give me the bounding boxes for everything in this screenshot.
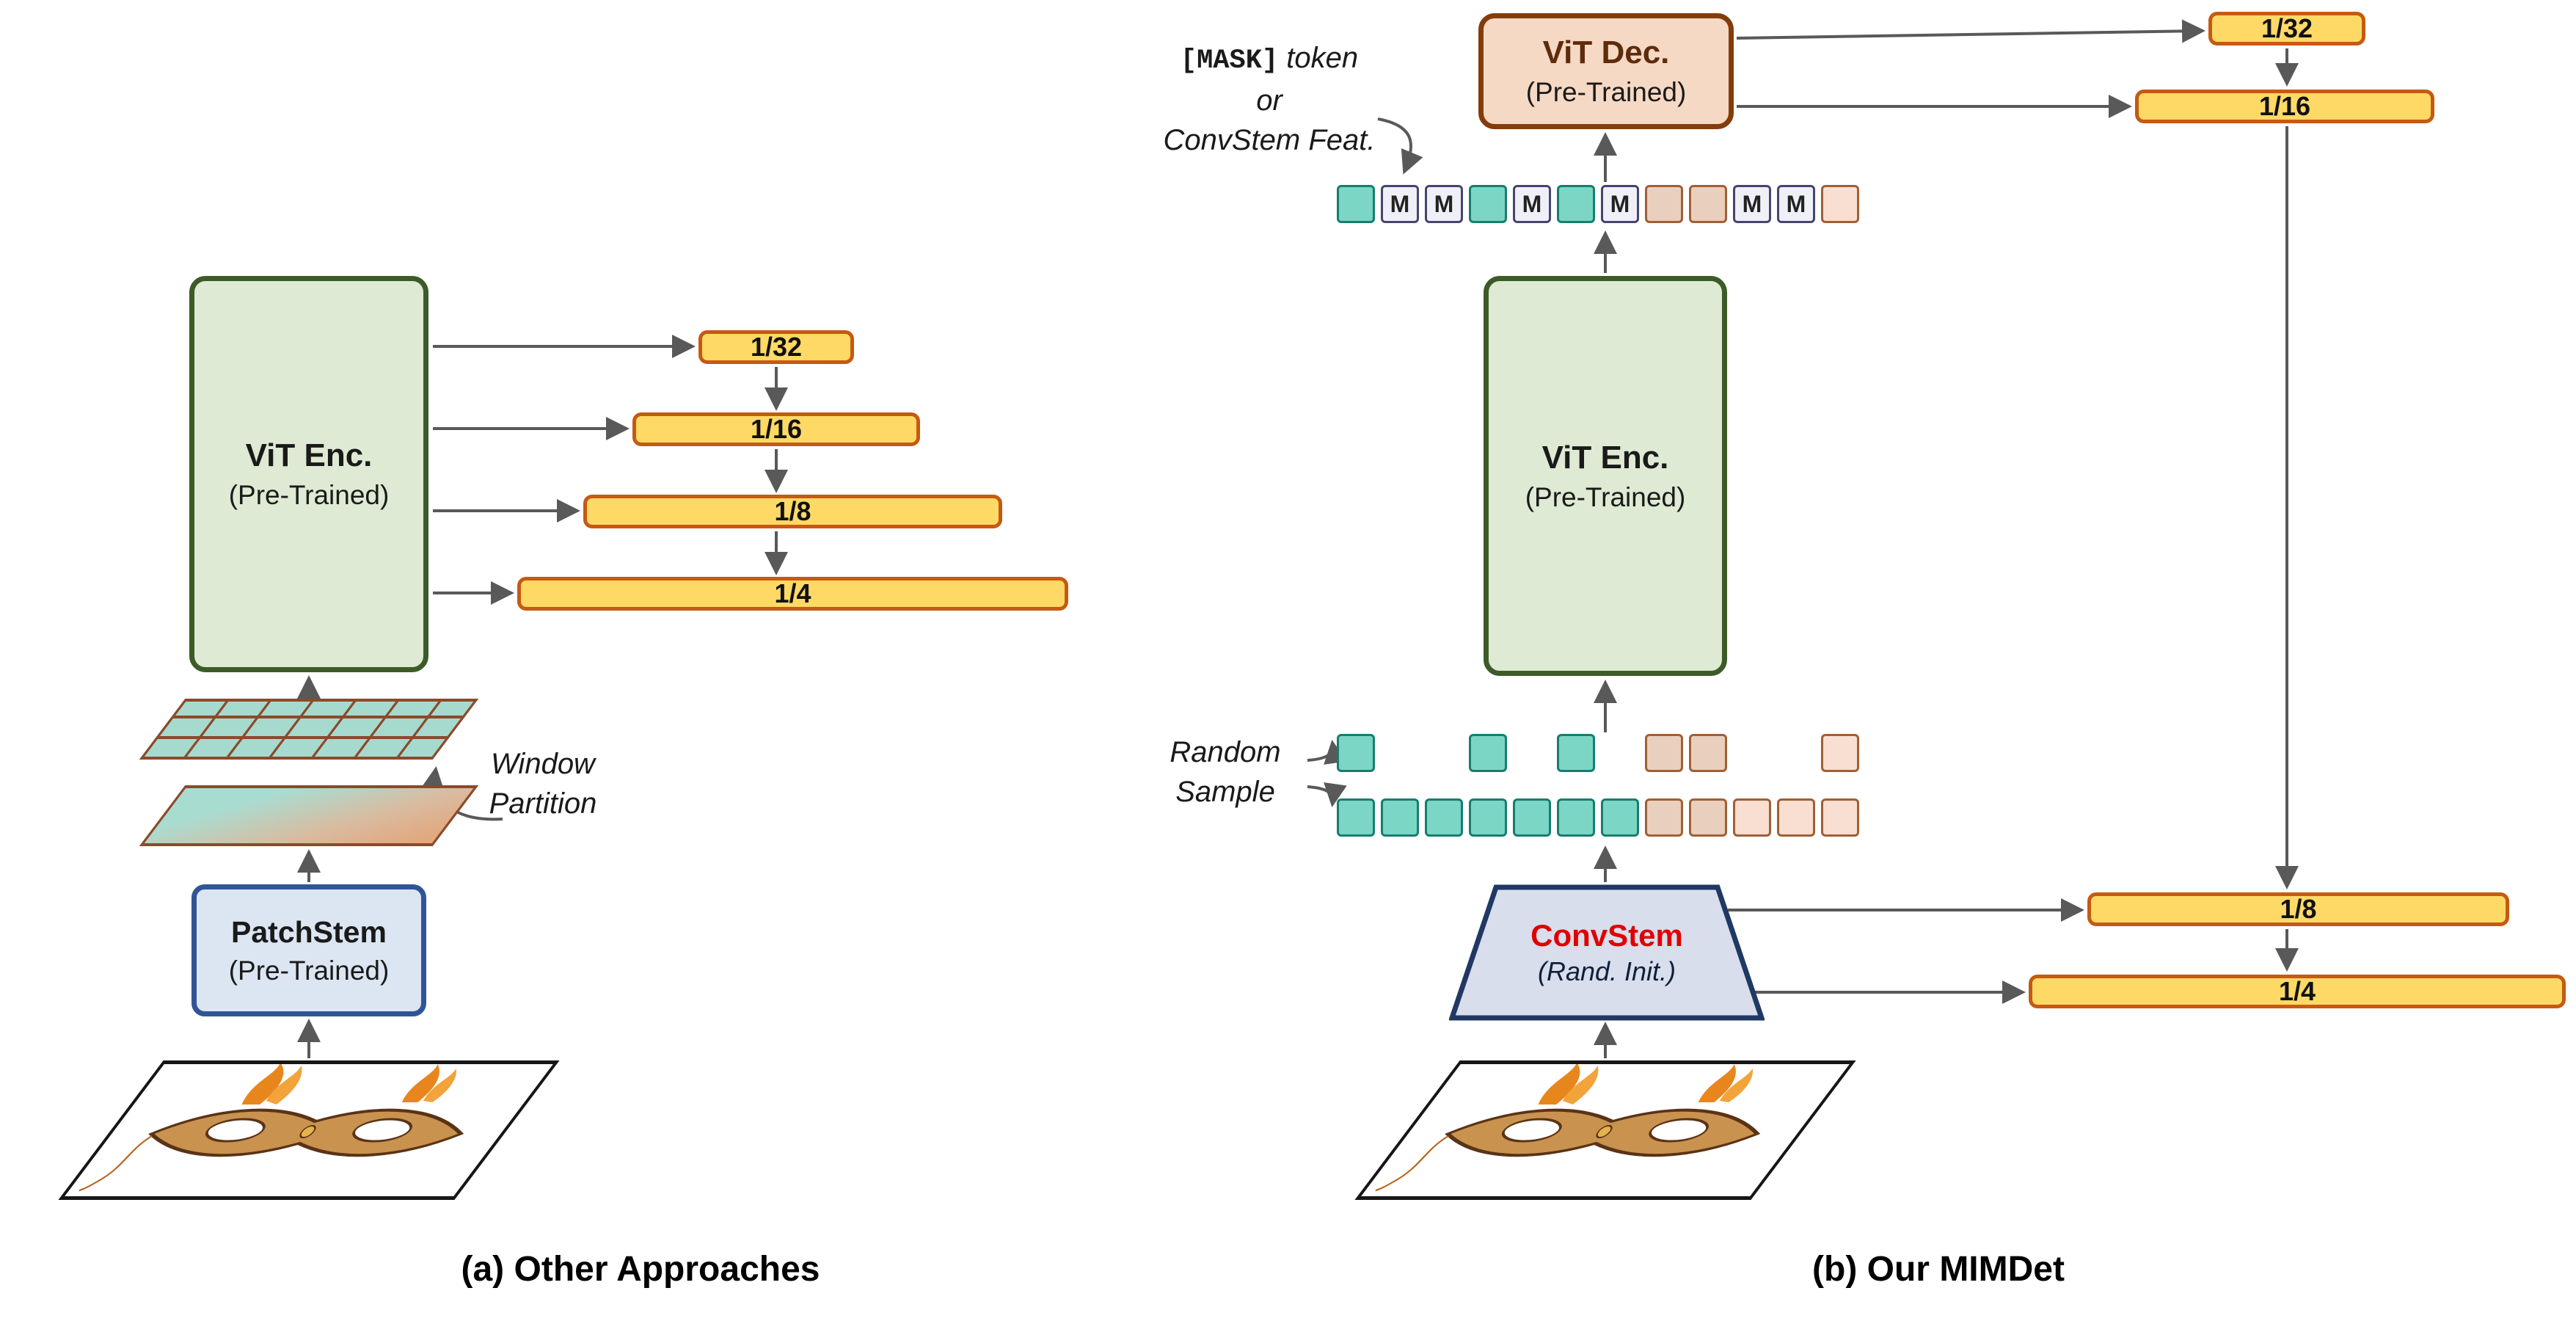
token-square xyxy=(1557,185,1595,223)
token-square xyxy=(1821,185,1859,223)
input-image-b xyxy=(1354,1060,1856,1200)
token-square xyxy=(1689,734,1727,772)
feature-bar-a-8: 1/8 xyxy=(583,495,1002,528)
vit-encoder-a-title: ViT Enc. xyxy=(245,437,373,473)
feature-map-plane xyxy=(139,785,479,846)
token-square: M xyxy=(1777,185,1815,223)
token-square xyxy=(1645,734,1683,772)
mask-token-label-line3: ConvStem Feat. xyxy=(1163,124,1376,156)
token-square xyxy=(1689,185,1727,223)
token-square: M xyxy=(1513,185,1551,223)
vit-decoder-title: ViT Dec. xyxy=(1542,34,1670,70)
token-square xyxy=(1469,734,1507,772)
mask-token-label-italic: token xyxy=(1286,42,1359,74)
caption-panel-b: (b) Our MIMDet xyxy=(1812,1250,2065,1289)
full-token-row xyxy=(1337,798,1859,837)
token-square xyxy=(1513,798,1551,837)
input-image-a xyxy=(58,1060,560,1200)
token-square xyxy=(1821,734,1859,772)
vit-encoder-a-subtitle: (Pre-Trained) xyxy=(228,480,390,510)
token-square xyxy=(1425,798,1463,837)
random-sample-label: Random Sample xyxy=(1145,732,1306,812)
feature-bar-b-4: 1/4 xyxy=(2029,975,2566,1008)
patchstem-box: PatchStem (Pre-Trained) xyxy=(191,884,426,1016)
vit-encoder-b-title: ViT Enc. xyxy=(1541,439,1669,476)
convstem-trapezoid xyxy=(1449,884,1765,1021)
mask-token-label-line1: [MASK] token xyxy=(1130,38,1409,81)
arrow-random-sample-lower-curve xyxy=(1307,782,1347,807)
caption-panel-a: (a) Other Approaches xyxy=(461,1250,820,1289)
feature-bar-b-32: 1/32 xyxy=(2208,12,2365,46)
vit-encoder-b-subtitle: (Pre-Trained) xyxy=(1525,481,1686,512)
token-square xyxy=(1733,798,1771,837)
token-square xyxy=(1337,185,1375,223)
convstem-text: ConvStem (Rand. Init.) xyxy=(1449,884,1765,1021)
token-square xyxy=(1557,734,1595,772)
random-sample-label-line2: Sample xyxy=(1175,776,1275,808)
token-square xyxy=(1557,798,1595,837)
token-square xyxy=(1337,798,1375,837)
vit-encoder-a-box: ViT Enc. (Pre-Trained) xyxy=(189,276,428,672)
token-square: M xyxy=(1733,185,1771,223)
token-square xyxy=(1821,798,1859,837)
mask-token-label-mono: [MASK] xyxy=(1180,46,1279,76)
token-square xyxy=(1645,185,1683,223)
token-square: M xyxy=(1425,185,1463,223)
vit-decoder-box: ViT Dec. (Pre-Trained) xyxy=(1478,13,1734,129)
token-square xyxy=(1381,798,1419,837)
token-square xyxy=(1645,798,1683,837)
mask-photo-b xyxy=(1361,1064,1850,1196)
feature-bar-a-16: 1/16 xyxy=(632,412,920,446)
token-square xyxy=(1689,798,1727,837)
mask-token-label-line2: or xyxy=(1256,84,1282,117)
mask-token-label: [MASK] token or ConvStem Feat. xyxy=(1130,38,1409,160)
convstem-box: ConvStem (Rand. Init.) xyxy=(1449,884,1765,1021)
token-square: M xyxy=(1601,185,1639,223)
convstem-title: ConvStem xyxy=(1530,918,1683,953)
token-square xyxy=(1337,734,1375,772)
convstem-subtitle: (Rand. Init.) xyxy=(1537,956,1676,986)
mask-photo-a xyxy=(65,1064,553,1196)
token-square xyxy=(1601,798,1639,837)
patchstem-subtitle: (Pre-Trained) xyxy=(228,955,390,986)
vit-encoder-b-box: ViT Enc. (Pre-Trained) xyxy=(1484,276,1727,676)
feature-bar-b-8: 1/8 xyxy=(2087,892,2509,926)
feature-bar-a-32: 1/32 xyxy=(698,330,854,364)
window-partition-label-line2: Partition xyxy=(489,787,597,820)
window-partition-label-line1: Window xyxy=(491,748,595,780)
arrow-random-sample-upper-curve xyxy=(1307,740,1347,765)
token-square xyxy=(1469,798,1507,837)
window-partition-grid-plane xyxy=(139,699,479,760)
random-sample-label-line1: Random xyxy=(1170,736,1281,768)
token-square xyxy=(1469,185,1507,223)
window-partition-label: Window Partition xyxy=(455,744,631,823)
feature-bar-a-4: 1/4 xyxy=(517,577,1068,611)
arrow-dec-to-bar-32 xyxy=(1736,19,2205,43)
feature-bar-b-16: 1/16 xyxy=(2135,90,2434,123)
sampled-token-row xyxy=(1337,734,1859,772)
token-square xyxy=(1777,798,1815,837)
token-square: M xyxy=(1381,185,1419,223)
vit-decoder-subtitle: (Pre-Trained) xyxy=(1525,77,1687,107)
patchstem-title: PatchStem xyxy=(231,914,387,949)
